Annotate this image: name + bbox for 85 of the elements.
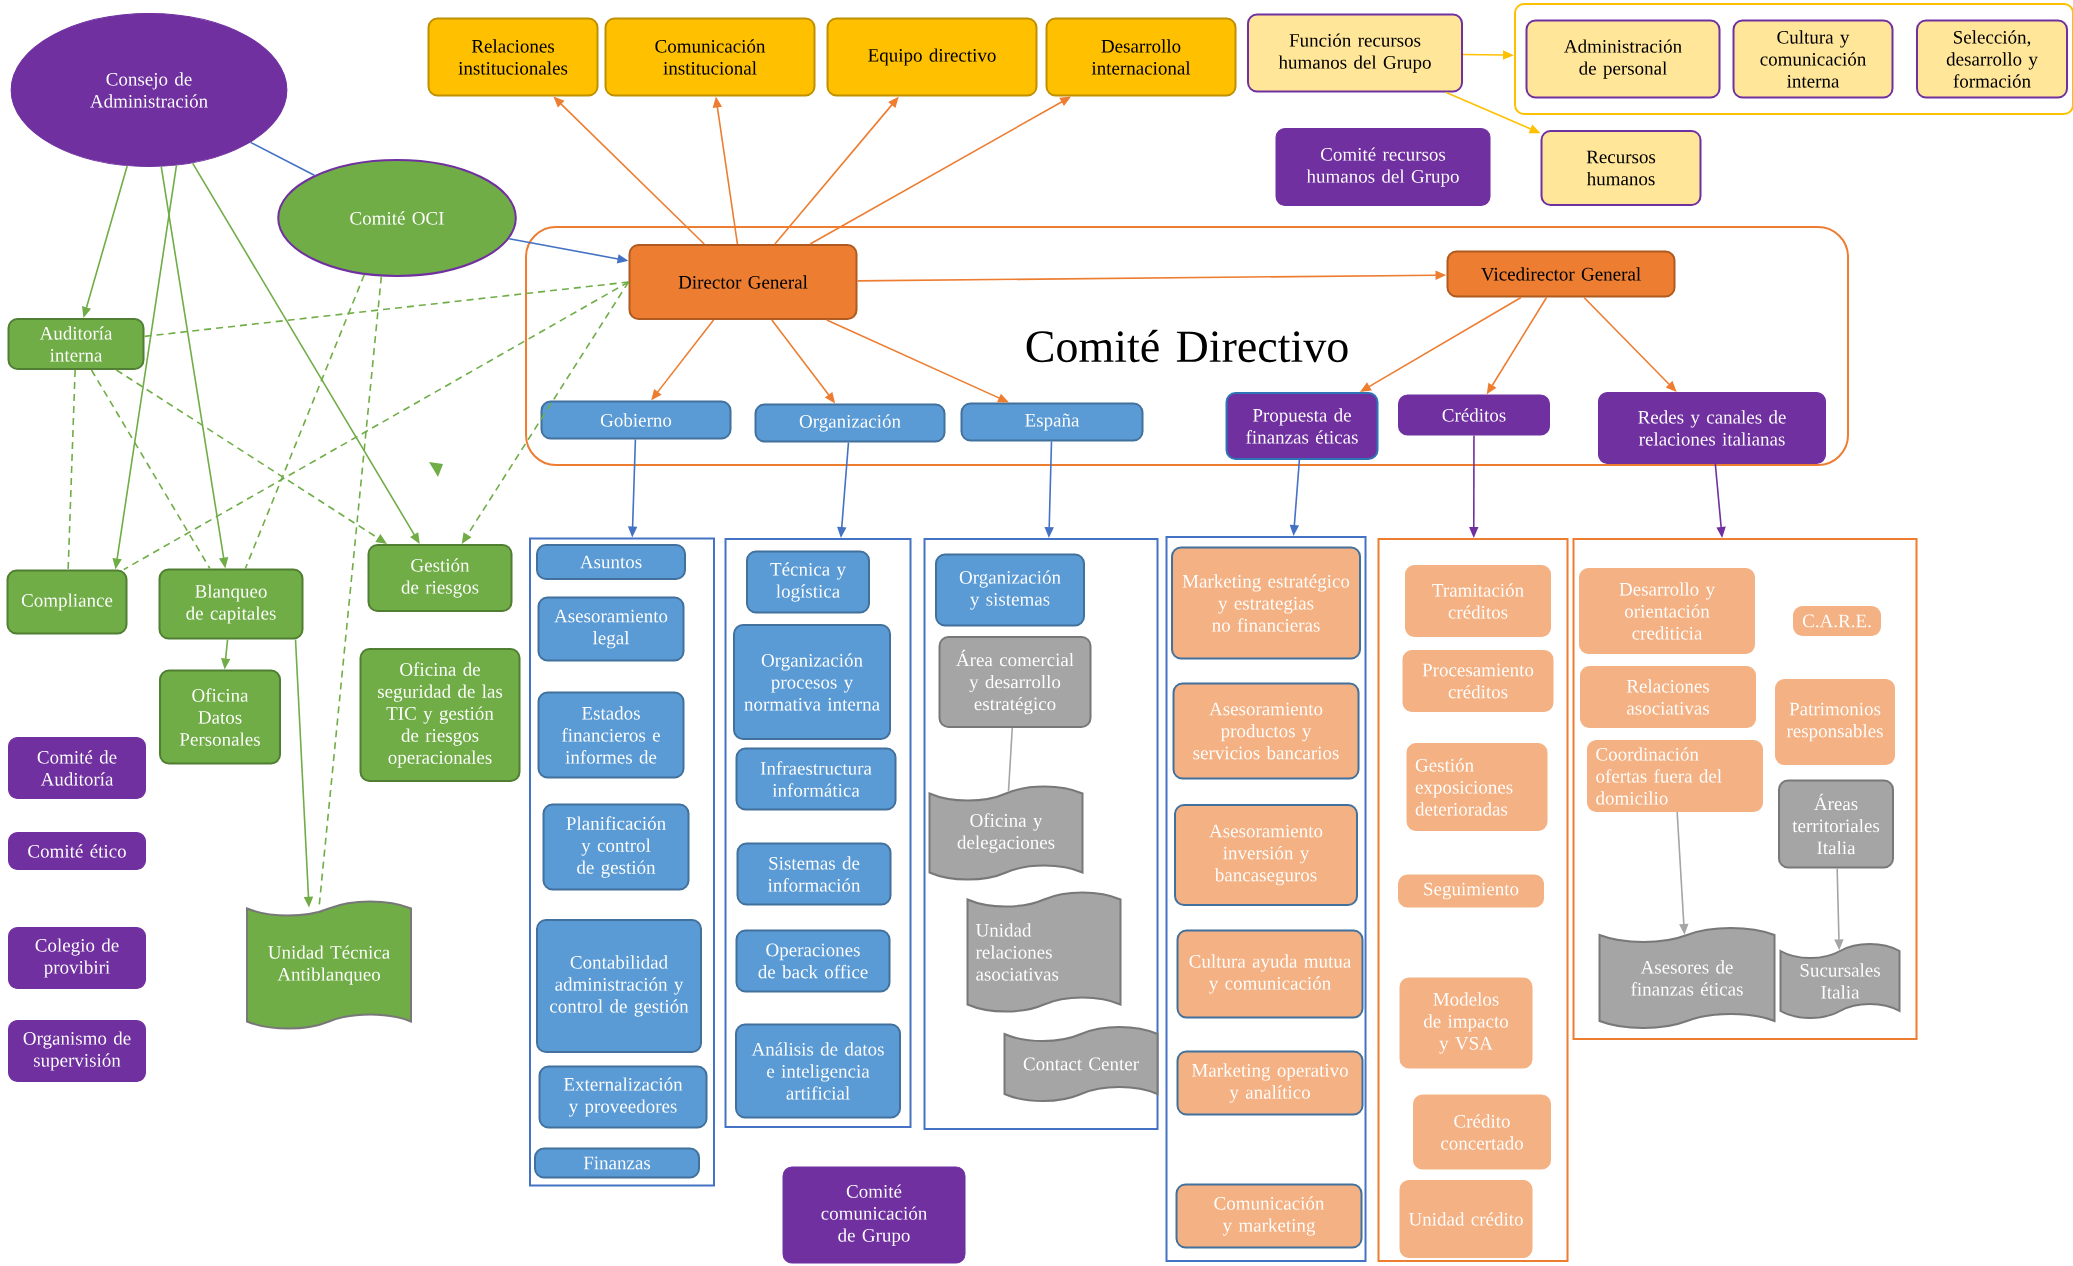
wave-box: Asesores de finanzas éticas: [1598, 927, 1776, 1029]
org-box: Equipo directivo: [826, 17, 1038, 97]
org-box: Compliance: [6, 569, 128, 635]
org-box: Función recursos humanos del Grupo: [1247, 13, 1463, 93]
org-box: Comité ético: [8, 832, 146, 870]
org-box: Marketing estratégico y estrategias no financieras: [1171, 546, 1361, 660]
org-box: Asuntos: [536, 544, 686, 580]
org-box: Asesoramiento legal: [537, 596, 685, 662]
wave-box: Oficina y delegaciones: [928, 785, 1084, 881]
org-box: Procesamiento créditos: [1402, 650, 1554, 712]
arrow: [1360, 296, 1522, 392]
org-box: Auditoría interna: [7, 318, 145, 370]
org-box: Director General: [628, 244, 858, 320]
wave-box: Unidad Técnica Antiblanqueo: [246, 900, 412, 1030]
org-box: Organización: [754, 403, 946, 443]
org-box: Coordinación ofertas fuera del domicilio: [1587, 740, 1763, 812]
group-frame: [923, 538, 1159, 1130]
org-box: Patrimonios responsables: [1775, 679, 1895, 765]
org-box: Comunicación y marketing: [1175, 1183, 1363, 1249]
org-box: Áreas territoriales Italia: [1778, 779, 1894, 869]
org-box: España: [960, 402, 1144, 442]
org-box: Créditos: [1398, 394, 1550, 436]
wave-box: Unidad relaciones asociativas: [966, 891, 1122, 1013]
org-box: Comité de Auditoría: [8, 737, 146, 799]
org-box: Gestión exposiciones deterioradas: [1406, 743, 1548, 831]
group-frame: [724, 538, 912, 1128]
org-box: Contabilidad administración y control de gestión: [536, 919, 702, 1053]
org-box: Oficina Datos Personales: [159, 669, 281, 765]
org-box: Área comercial y desarrollo estratégico: [938, 636, 1092, 728]
org-box: Gestión de riesgos: [367, 544, 513, 612]
connector-line: [249, 141, 316, 177]
org-box: Recursos humanos: [1540, 130, 1702, 206]
org-box: Desarrollo y orientación crediticia: [1579, 568, 1755, 654]
org-box: Análisis de datos e inteligencia artificial: [735, 1023, 901, 1119]
group-frame: [1165, 536, 1367, 1262]
org-box: Vicedirector General: [1446, 250, 1676, 298]
org-box: Unidad crédito: [1399, 1180, 1533, 1258]
org-box: [1514, 3, 2073, 115]
org-box: Estados financieros e informes de: [537, 691, 685, 779]
org-box: Sistemas de información: [736, 842, 892, 906]
org-box: Infraestructura informática: [735, 747, 897, 811]
org-box: Comité recursos humanos del Grupo: [1275, 128, 1491, 206]
org-box: Marketing operativo y analítico: [1176, 1050, 1364, 1116]
group-frame: [1377, 538, 1569, 1262]
org-box: Crédito concertado: [1413, 1094, 1551, 1170]
org-box: C.A.R.E.: [1793, 606, 1881, 636]
org-box: Propuesta de finanzas éticas: [1225, 392, 1379, 460]
connector-line: [143, 281, 630, 338]
org-box: Finanzas: [534, 1147, 700, 1179]
connector-line: [90, 369, 211, 570]
org-box: Seguimiento: [1398, 874, 1544, 908]
org-box: Administración de personal: [1525, 19, 1721, 99]
org-box: Organización y sistemas: [935, 553, 1085, 627]
org-box: Relaciones institucionales: [427, 17, 599, 97]
org-box: Asesoramiento productos y servicios bancarios: [1172, 682, 1360, 780]
org-box: Planificación y control de gestión: [542, 803, 690, 891]
group-frame: [1572, 538, 1918, 1040]
org-box: Modelos de impacto y VSA: [1399, 977, 1533, 1069]
org-box: Externalización y proveedores: [538, 1065, 708, 1129]
arrow: [1583, 296, 1677, 392]
org-box: Desarrollo internacional: [1045, 17, 1237, 97]
org-box: Asesoramiento inversión y bancaseguros: [1174, 804, 1358, 906]
wave-box: Sucursales Italia: [1779, 943, 1901, 1019]
org-box: Oficina de seguridad de las TIC y gestión de riesgos operacionales: [359, 648, 521, 782]
org-box: Blanqueo de capitales: [158, 568, 304, 640]
org-box: Técnica y logística: [746, 550, 870, 614]
wave-box: Contact Center: [1003, 1026, 1159, 1102]
org-box: Organización procesos y normativa interna: [733, 624, 891, 740]
org-box: Redes y canales de relaciones italianas: [1598, 392, 1826, 464]
org-box: Relaciones asociativas: [1580, 666, 1756, 728]
org-box: Cultura y comunicación interna: [1732, 19, 1894, 99]
org-box: Gobierno: [540, 400, 732, 440]
org-box: Comité comunicación de Grupo: [782, 1166, 966, 1264]
org-box: Cultura ayuda mutua y comunicación: [1176, 929, 1364, 1019]
org-box: Selección, desarrollo y formación: [1916, 19, 2068, 99]
connector-line: [67, 369, 76, 571]
connector-line: [123, 281, 630, 571]
org-box: Operaciones de back office: [735, 929, 891, 993]
org-box: Tramitación créditos: [1405, 565, 1551, 637]
org-box: Colegio de provibiri: [8, 927, 146, 989]
org-box: Organismo de supervisión: [8, 1020, 146, 1082]
org-box: Comunicación institucional: [604, 17, 816, 97]
connector-line: [1007, 727, 1014, 793]
group-frame: [529, 537, 715, 1187]
connector-line: [244, 273, 366, 570]
